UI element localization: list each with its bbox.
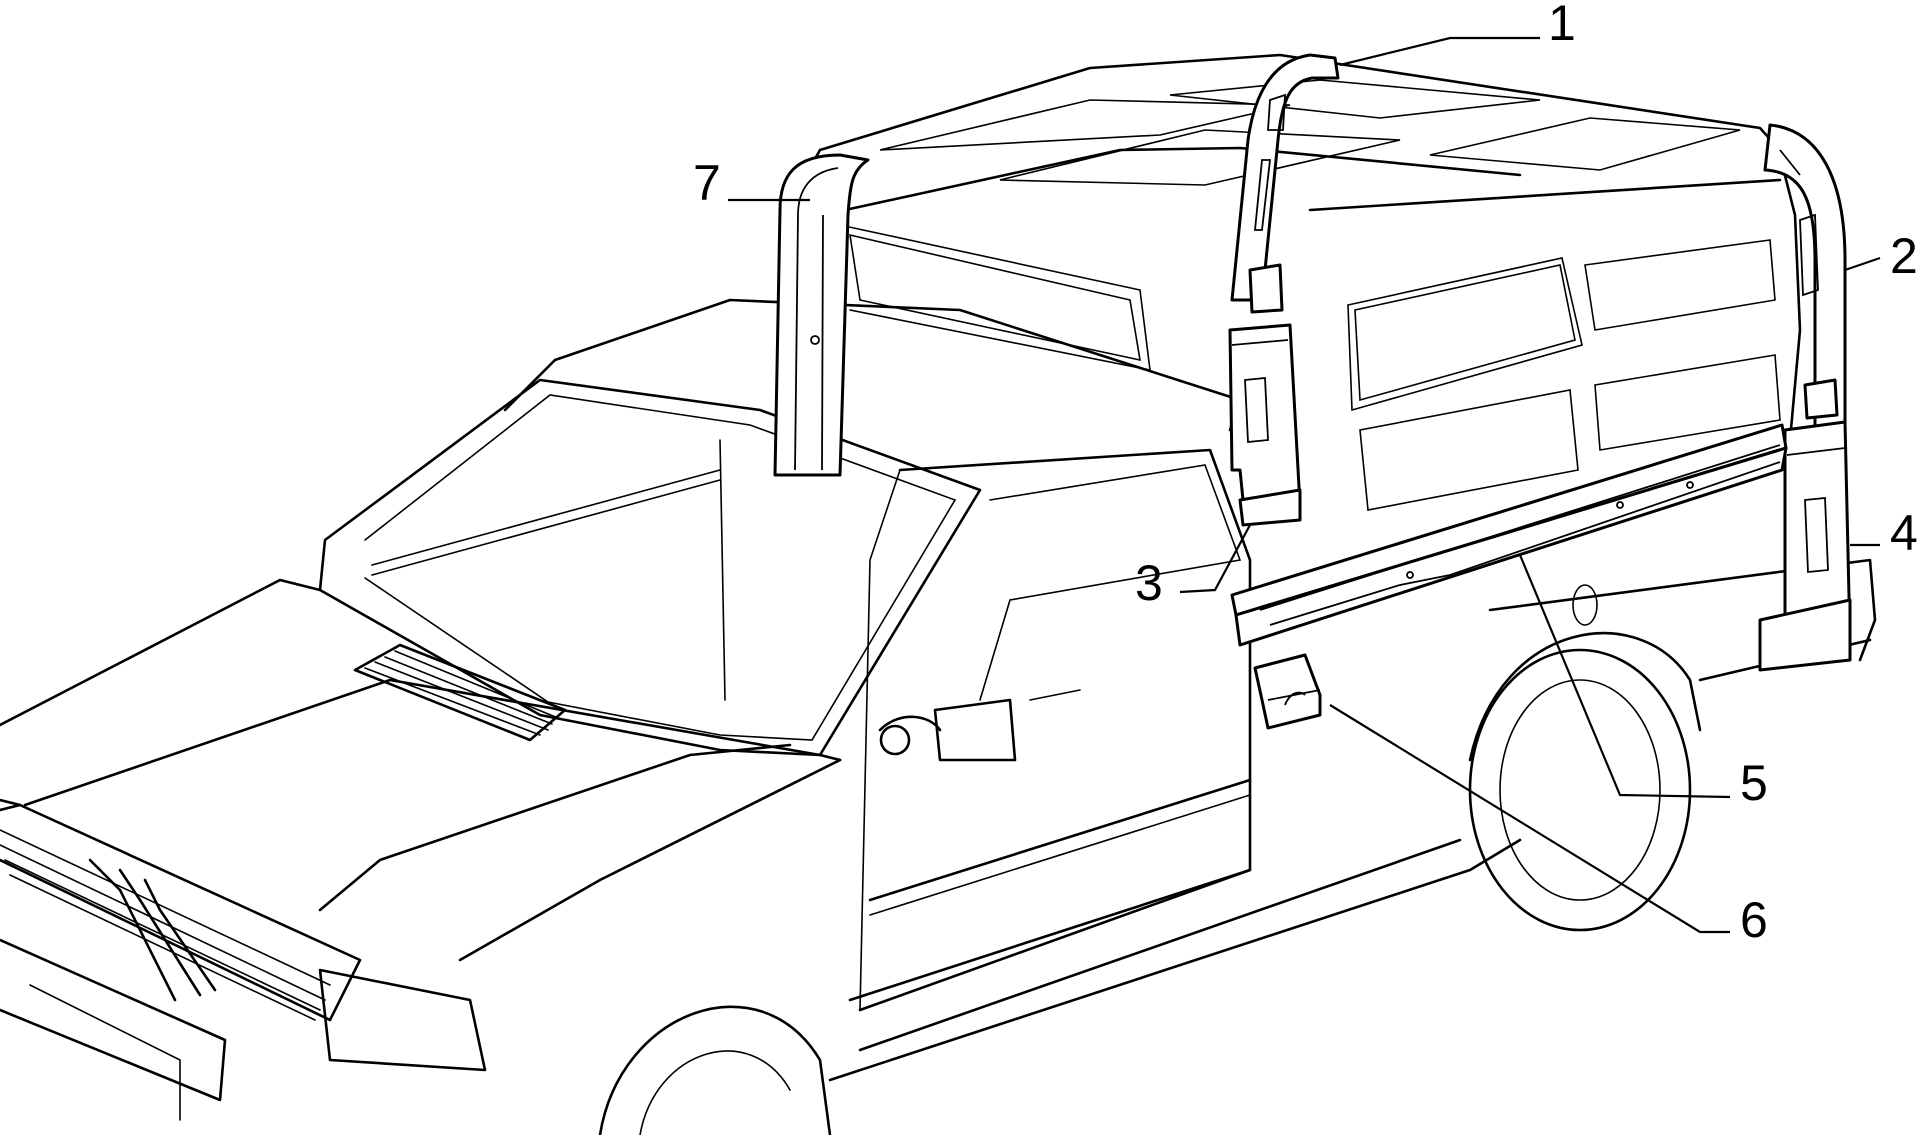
callout-labels: 1 2 3 4 5 6 7: [693, 0, 1918, 948]
callout-5: 5: [1740, 755, 1768, 811]
callout-7: 7: [693, 155, 721, 211]
part-1-pillar-upper: [1230, 53, 1340, 314]
part-4-rear-pillar-lower: [1758, 420, 1852, 672]
part-3-pillar-lower: [1228, 323, 1302, 527]
callout-2: 2: [1890, 228, 1918, 284]
part-6-bracket: [1253, 653, 1322, 730]
part-2-rear-pillar-upper: [1763, 123, 1847, 442]
callout-3: 3: [1135, 555, 1163, 611]
van-body-outline: [808, 53, 1877, 1082]
callout-1: 1: [1548, 0, 1576, 51]
callout-6: 6: [1740, 892, 1768, 948]
part-7-front-roof-bow: [773, 153, 870, 477]
cab-outline: [0, 298, 1252, 1135]
callout-4: 4: [1890, 505, 1918, 561]
side-mirror: [878, 698, 1017, 762]
part-5-side-rail: [1230, 423, 1788, 647]
leader-lines: [728, 36, 1881, 934]
hood-vent: [353, 643, 567, 742]
